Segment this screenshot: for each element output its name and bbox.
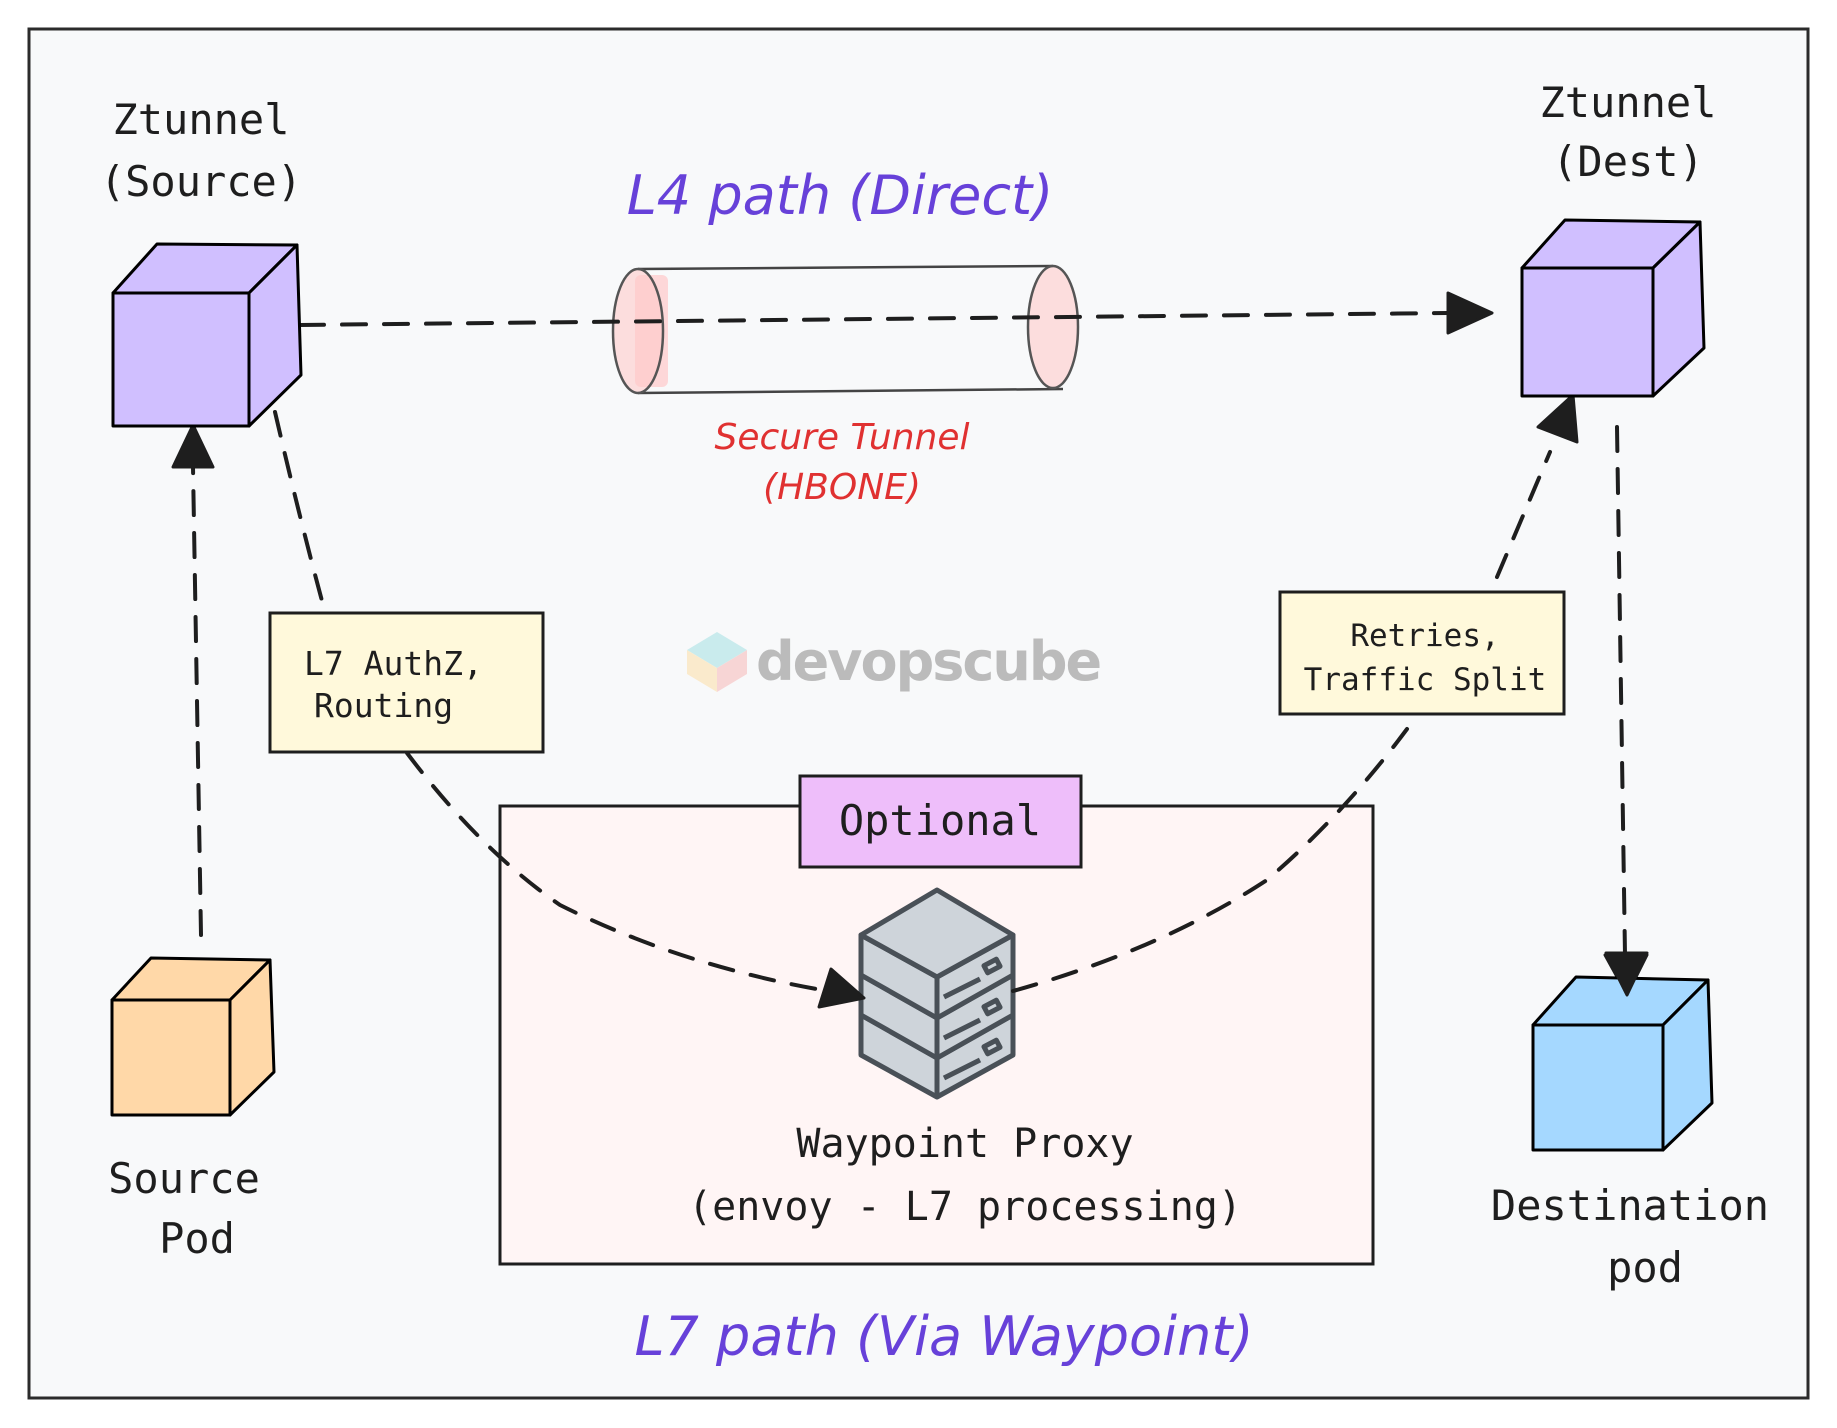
ztunnel-source-cube <box>111 242 303 428</box>
source-pod-label-line1: Source <box>108 1154 260 1203</box>
waypoint-label-line1: Waypoint Proxy <box>796 1121 1133 1167</box>
optional-tag <box>798 774 1083 869</box>
l7-path-title: L7 path (Via Waypoint) <box>634 1305 1253 1368</box>
destination-pod-label-line2: pod <box>1607 1243 1683 1292</box>
destination-pod-cube <box>1531 975 1714 1152</box>
destination-pod-label-line1: Destination <box>1491 1181 1769 1230</box>
ztunnel-dest-cube <box>1520 218 1706 398</box>
note-left: L7 AuthZ, Routing <box>268 611 545 754</box>
note-right: Retries, Traffic Split <box>1278 590 1566 716</box>
waypoint-to-ztunnel-dest-arrow <box>1011 393 1579 993</box>
source-pod-label-line2: Pod <box>159 1214 235 1263</box>
tunnel-label-line1: Secure Tunnel <box>715 417 970 458</box>
l4-arrow <box>298 291 1494 335</box>
ztunnel-dest-label-line2: (Dest) <box>1552 137 1704 186</box>
note-left-line1: L7 AuthZ, <box>304 644 483 683</box>
note-right-line1: Retries, <box>1350 618 1499 654</box>
ztunnel-source-label-line2: (Source) <box>100 157 302 206</box>
ztunnel-dest-label-line1: Ztunnel <box>1539 78 1716 127</box>
ztunnel-to-waypoint-arrow <box>273 410 866 1009</box>
devopscube-logo-icon <box>687 632 747 692</box>
tunnel-label-line2: (HBONE) <box>763 467 921 508</box>
note-right-line2: Traffic Split <box>1304 662 1547 698</box>
watermark-text: devopscube <box>756 630 1100 693</box>
optional-tag-label: Optional <box>839 796 1041 845</box>
server-stack-icon <box>858 887 1016 1100</box>
source-pod-to-ztunnel-arrow <box>171 423 215 937</box>
l4-path-title: L4 path (Direct) <box>627 164 1054 227</box>
source-pod-cube <box>110 956 276 1117</box>
note-left-line2: Routing <box>314 686 453 725</box>
secure-tunnel-cylinder <box>611 264 1080 395</box>
ztunnel-source-label-line1: Ztunnel <box>112 95 289 144</box>
waypoint-label-line2: (envoy - L7 processing) <box>688 1184 1242 1230</box>
destination-pod-arrowhead <box>1604 951 1649 997</box>
watermark: devopscube <box>687 630 1102 693</box>
